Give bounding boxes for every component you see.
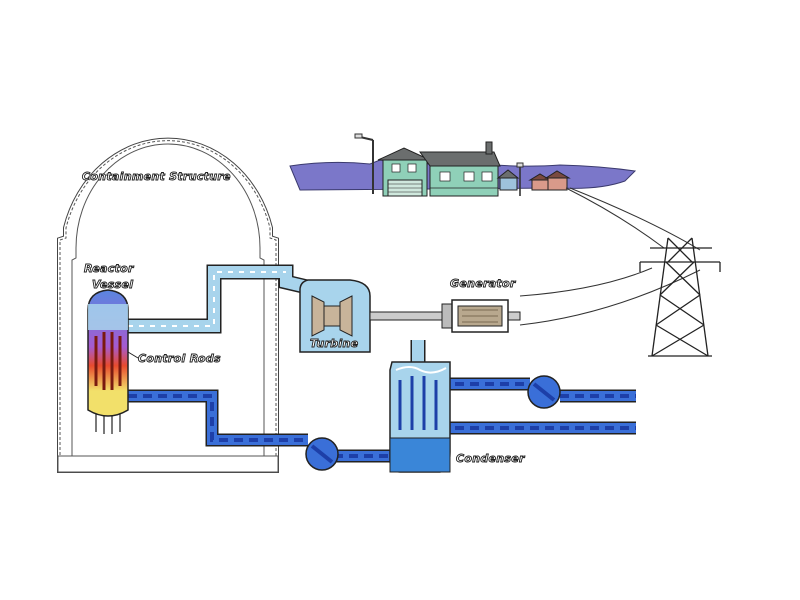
distant-house-icon: [528, 170, 571, 191]
reactor-vessel: [87, 289, 139, 434]
power-lines: [519, 187, 701, 326]
control-rods-icon: [94, 332, 122, 390]
generator-label: Generator: [450, 277, 516, 290]
street-lamp-icon: [354, 133, 374, 194]
small-house-icon: [496, 169, 520, 191]
condenser: [389, 361, 451, 473]
reactor-vessel-label: Reactor: [84, 262, 134, 275]
generator: [451, 299, 509, 333]
cooling-water-loop: [128, 377, 636, 463]
cooling-pump-icon: [527, 375, 561, 409]
transmission-tower-icon: [639, 237, 721, 357]
town-landscape: [289, 133, 637, 197]
steam-loop: [128, 264, 426, 362]
containment-structure: [57, 137, 279, 473]
turbine: [299, 279, 371, 353]
street-lamp-right-icon: [516, 162, 524, 196]
house-icon: [377, 141, 501, 197]
containment-structure-label: Containment Structure: [82, 170, 231, 183]
condenser-label: Condenser: [456, 452, 525, 465]
reactor-vessel-label-line2: Vessel: [92, 278, 133, 291]
feedwater-pump-icon: [305, 437, 339, 471]
turbine-label: Turbine: [310, 337, 359, 350]
control-rods-label: Control Rods: [138, 352, 221, 365]
